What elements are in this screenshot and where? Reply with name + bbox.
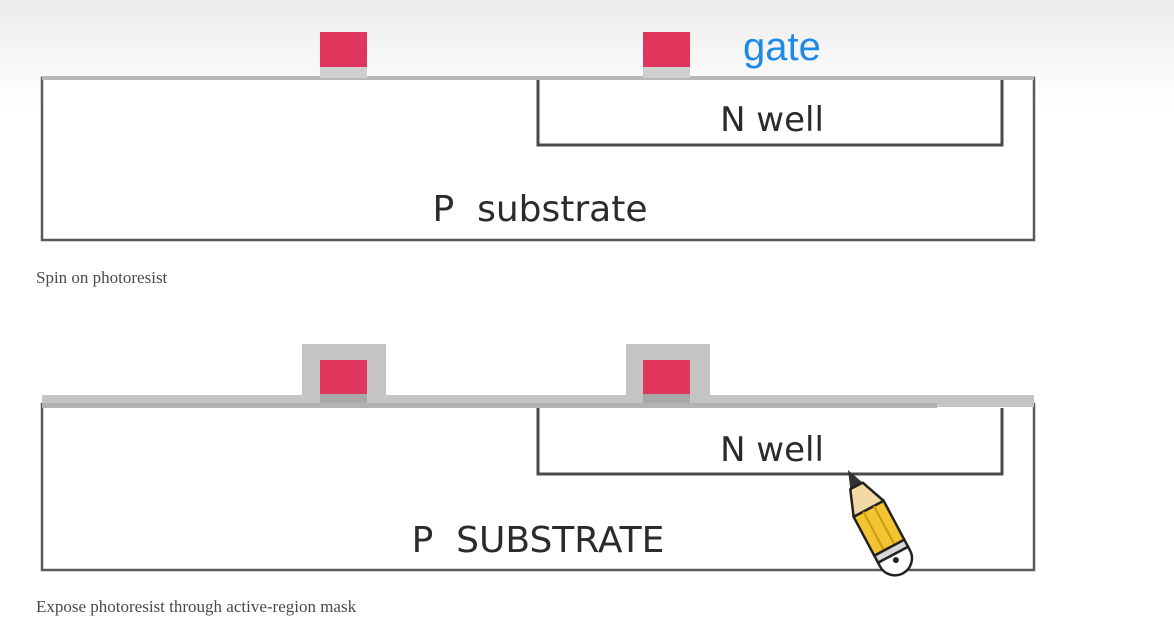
step1-panel: gate N well P substrate Spin on photores… — [36, 25, 1036, 287]
step1-gate-left — [320, 32, 367, 67]
step1-substrate-label: P substrate — [432, 189, 647, 230]
step2-gate-oxide-left — [320, 394, 367, 403]
step2-nwell-label: N well — [720, 430, 824, 470]
step1-gate-oxide-left — [320, 66, 367, 78]
step2-caption: Expose photoresist through active-region… — [36, 597, 357, 616]
step2-gate-left — [320, 360, 367, 394]
step2-gate-oxide-right — [643, 394, 690, 403]
pencil-cursor-icon — [848, 470, 914, 577]
step2-n-well — [536, 408, 1004, 476]
step2-panel: N well P SUBSTRATE Expose photoresist th… — [36, 344, 1036, 616]
step1-gate-oxide-right — [643, 66, 690, 78]
step2-gate-right — [643, 360, 690, 394]
step2-substrate-label: P SUBSTRATE — [412, 520, 665, 561]
step1-gate-label: gate — [743, 25, 821, 69]
step1-gate-right — [643, 32, 690, 67]
step1-n-well — [536, 80, 1004, 147]
step1-caption: Spin on photoresist — [36, 268, 168, 287]
step2-photoresist-shade — [42, 403, 937, 408]
step1-nwell-label: N well — [720, 100, 824, 140]
